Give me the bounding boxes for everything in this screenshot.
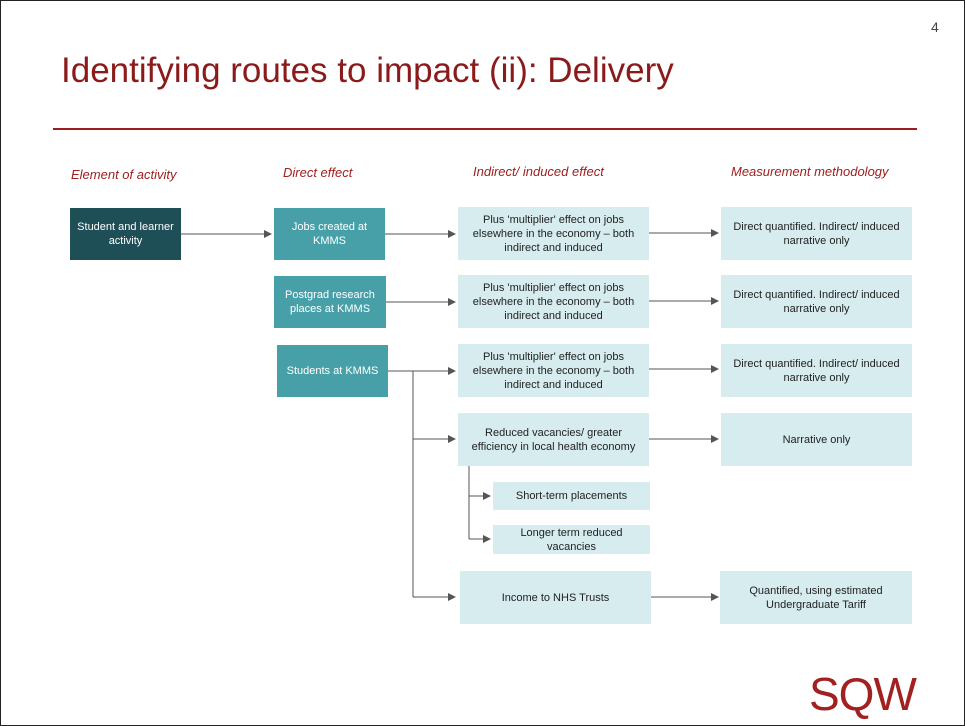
box-student-activity: Student and learner activity — [70, 208, 181, 260]
box-multiplier-1: Plus 'multiplier' effect on jobs elsewhe… — [458, 207, 649, 260]
sqw-logo: SQW — [809, 668, 917, 720]
column-header-direct: Direct effect — [283, 165, 353, 180]
box-multiplier-2: Plus 'multiplier' effect on jobs elsewhe… — [458, 275, 649, 328]
title-divider — [53, 128, 917, 130]
box-measure-2: Direct quantified. Indirect/ induced nar… — [721, 275, 912, 328]
box-short-term-placements: Short-term placements — [493, 482, 650, 510]
column-header-measurement: Measurement methodology — [731, 164, 889, 179]
box-measure-5: Quantified, using estimated Undergraduat… — [720, 571, 912, 624]
box-students-kmms: Students at KMMS — [277, 345, 388, 397]
box-measure-3: Direct quantified. Indirect/ induced nar… — [721, 344, 912, 397]
box-postgrad-places: Postgrad research places at KMMS — [274, 276, 386, 328]
box-longer-term-vacancies: Longer term reduced vacancies — [493, 525, 650, 554]
box-income-nhs: Income to NHS Trusts — [460, 571, 651, 624]
box-measure-1: Direct quantified. Indirect/ induced nar… — [721, 207, 912, 260]
page-number: 4 — [931, 19, 939, 35]
column-header-element: Element of activity — [71, 167, 177, 182]
box-measure-4: Narrative only — [721, 413, 912, 466]
box-reduced-vacancies: Reduced vacancies/ greater efficiency in… — [458, 413, 649, 466]
slide-title: Identifying routes to impact (ii): Deliv… — [61, 51, 674, 90]
box-multiplier-3: Plus 'multiplier' effect on jobs elsewhe… — [458, 344, 649, 397]
box-jobs-created: Jobs created at KMMS — [274, 208, 385, 260]
column-header-indirect: Indirect/ induced effect — [473, 164, 604, 179]
